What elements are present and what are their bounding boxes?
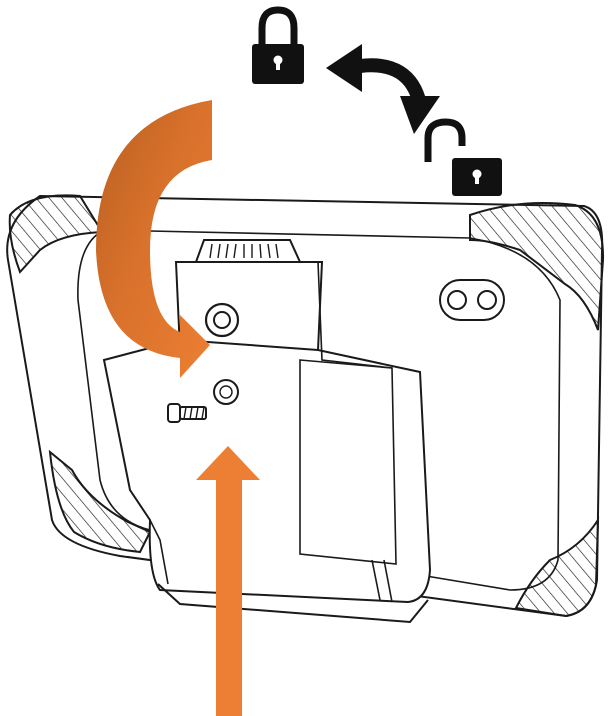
padlock-open-icon (428, 122, 502, 196)
camera-module (440, 280, 504, 320)
padlock-closed-icon (252, 10, 304, 84)
curved-double-arrow-icon (326, 44, 440, 134)
screw-icon (168, 404, 206, 422)
